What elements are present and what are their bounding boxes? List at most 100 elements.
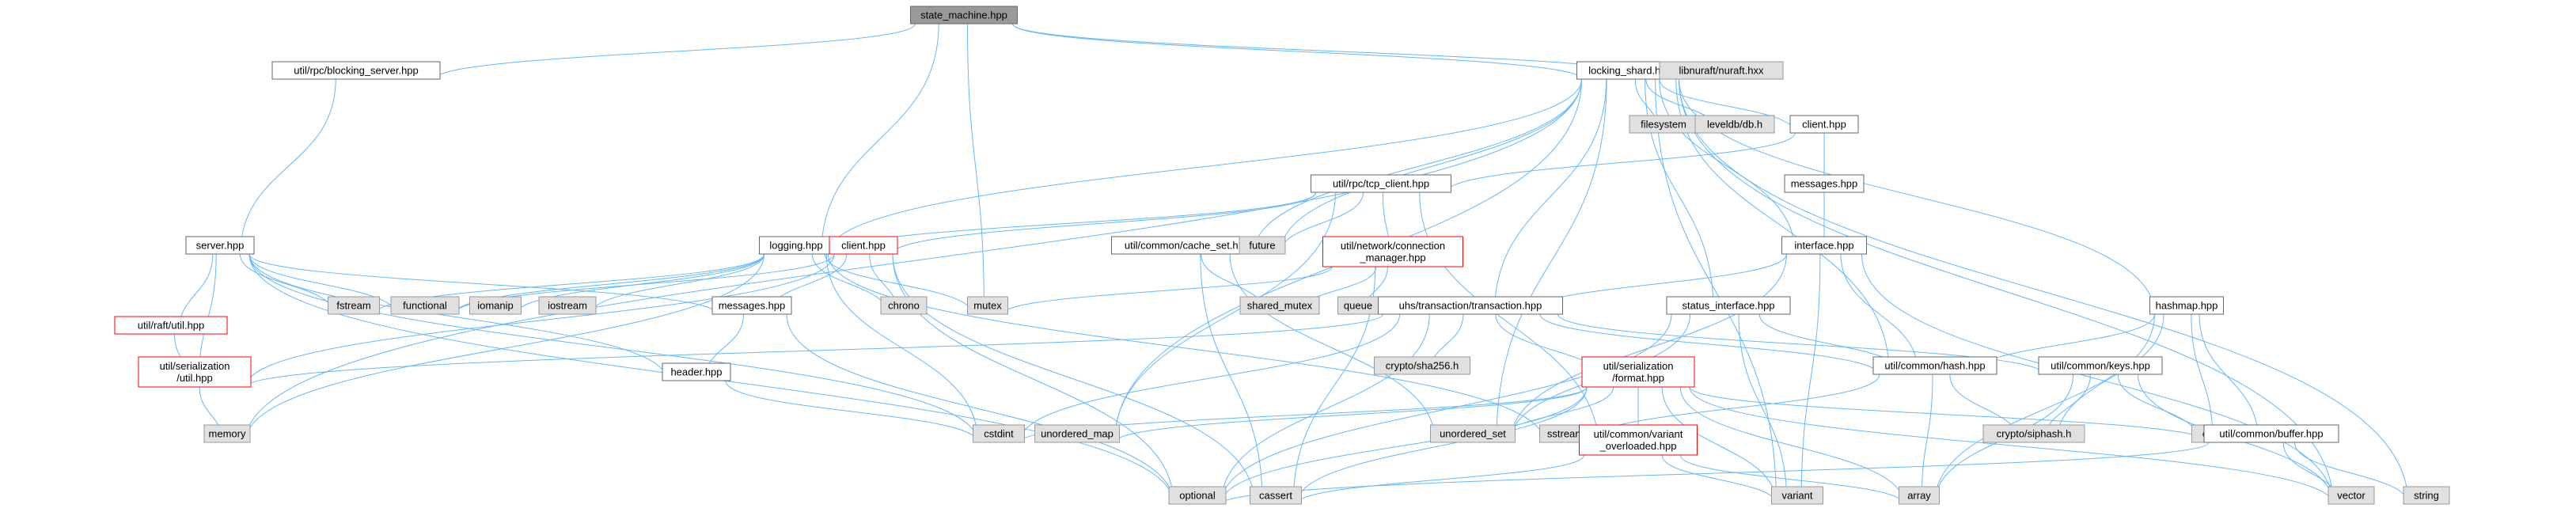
node-label: memory bbox=[209, 428, 246, 440]
graph-node-vector: vector bbox=[2328, 486, 2375, 505]
node-box bbox=[1579, 424, 1698, 456]
edge-logging-to-memory bbox=[242, 253, 764, 443]
edge-state-machine-to-nuraft bbox=[1012, 23, 1667, 80]
node-label: iomanip bbox=[477, 300, 514, 312]
edge-state-machine-to-mutex bbox=[967, 23, 987, 315]
edge-hashmap-to-siphash bbox=[2054, 313, 2164, 443]
node-label: util/serialization bbox=[160, 360, 230, 372]
graph-node-state-machine[interactable]: state_machine.hpp bbox=[910, 6, 1018, 25]
edge-format-to-optional bbox=[1218, 386, 1588, 505]
graph-node-client-red[interactable]: client.hpp bbox=[829, 236, 898, 255]
node-box bbox=[138, 356, 252, 388]
node-box bbox=[1581, 356, 1695, 388]
node-label: util/rpc/tcp_client.hpp bbox=[1333, 178, 1429, 190]
graph-node-format[interactable]: util/serialization/format.hpp bbox=[1581, 356, 1695, 388]
graph-node-status-interface[interactable]: status_interface.hpp bbox=[1666, 296, 1791, 315]
graph-node-header[interactable]: header.hpp bbox=[662, 362, 731, 381]
node-box bbox=[1239, 296, 1320, 315]
node-box bbox=[2403, 486, 2450, 505]
edge-cache-set-to-cassert bbox=[1200, 253, 1265, 505]
edge-hashmap-to-buffer bbox=[2199, 313, 2262, 443]
node-label: fstream bbox=[336, 300, 370, 312]
graph-node-interface[interactable]: interface.hpp bbox=[1781, 236, 1867, 255]
node-box bbox=[1771, 486, 1823, 505]
edge-locking-shard-to-client-main bbox=[1659, 78, 1798, 134]
node-box bbox=[880, 296, 928, 315]
edge-variant-overloaded-to-cassert bbox=[1294, 454, 1584, 505]
edge-format-to-variant bbox=[1661, 386, 1779, 505]
graph-node-cache-set[interactable]: util/common/cache_set.hpp bbox=[1111, 236, 1263, 255]
graph-node-tcp-client[interactable]: util/rpc/tcp_client.hpp bbox=[1311, 174, 1451, 193]
edge-hashmap-to-cstring bbox=[2191, 313, 2216, 443]
nodes-layer: state_machine.hpp util/rpc/blocking_serve… bbox=[114, 6, 2450, 505]
node-box bbox=[538, 296, 597, 315]
node-label: server.hpp bbox=[196, 240, 245, 252]
node-label: util/common/cache_set.hpp bbox=[1125, 240, 1250, 252]
graph-node-future: future bbox=[1239, 236, 1286, 255]
graph-node-variant-overloaded[interactable]: util/common/variant_overloaded.hpp bbox=[1579, 424, 1698, 456]
node-label: util/common/hash.hpp bbox=[1884, 360, 1985, 372]
node-box bbox=[1666, 296, 1791, 315]
node-box bbox=[2038, 356, 2163, 375]
edge-client-red-to-optional bbox=[892, 253, 1177, 505]
edge-format-to-unordered-map bbox=[1112, 386, 1588, 443]
edge-variant-overloaded-to-variant bbox=[1661, 454, 1779, 505]
edge-transaction-to-optional bbox=[1218, 313, 1430, 505]
edge-client-red-to-cassert bbox=[892, 253, 1258, 505]
edge-interface-to-variant bbox=[1798, 253, 1821, 505]
graph-node-functional: functional bbox=[390, 296, 460, 315]
graph-node-conn-manager[interactable]: util/network/connection_manager.hpp bbox=[1322, 236, 1463, 267]
graph-node-hash[interactable]: util/common/hash.hpp bbox=[1872, 356, 1997, 375]
node-box bbox=[662, 362, 731, 381]
graph-node-logging[interactable]: logging.hpp bbox=[759, 236, 833, 255]
node-box bbox=[1659, 61, 1784, 80]
graph-node-server[interactable]: server.hpp bbox=[185, 236, 255, 255]
node-box bbox=[1239, 236, 1286, 255]
graph-node-filesystem: filesystem bbox=[1629, 115, 1698, 134]
graph-node-shared-mutex: shared_mutex bbox=[1239, 296, 1320, 315]
graph-node-transaction[interactable]: uhs/transaction/transaction.hpp bbox=[1378, 296, 1563, 315]
graph-node-messages-left[interactable]: messages.hpp bbox=[711, 296, 792, 315]
graph-node-unordered-set: unordered_set bbox=[1430, 424, 1516, 443]
graph-node-memory: memory bbox=[203, 424, 251, 443]
graph-node-optional: optional bbox=[1168, 486, 1227, 505]
graph-node-hashmap[interactable]: hashmap.hpp bbox=[2149, 296, 2224, 315]
node-box bbox=[1250, 486, 1302, 505]
graph-node-messages-right[interactable]: messages.hpp bbox=[1784, 174, 1865, 193]
node-label: client.hpp bbox=[1802, 119, 1846, 131]
node-box bbox=[967, 296, 1008, 315]
node-label: /util.hpp bbox=[176, 372, 213, 384]
edge-tcp-client-to-unordered-map bbox=[1112, 192, 1336, 443]
node-box bbox=[203, 424, 251, 443]
graph-node-client-main[interactable]: client.hpp bbox=[1789, 115, 1859, 134]
node-label: cstdint bbox=[984, 428, 1014, 440]
node-label: chrono bbox=[888, 300, 920, 312]
edge-server-to-cstdint bbox=[248, 253, 981, 443]
node-box bbox=[1694, 115, 1775, 134]
edge-hash-to-array bbox=[1918, 374, 1933, 505]
graph-node-keys[interactable]: util/common/keys.hpp bbox=[2038, 356, 2163, 375]
node-label: _manager.hpp bbox=[1359, 252, 1425, 264]
node-label: util/network/connection bbox=[1341, 240, 1445, 252]
node-label: crypto/siphash.h bbox=[1997, 428, 2072, 440]
node-label: queue bbox=[1344, 300, 1372, 312]
graph-node-iostream: iostream bbox=[538, 296, 597, 315]
graph-node-blocking-server[interactable]: util/rpc/blocking_server.hpp bbox=[271, 61, 441, 80]
node-label: functional bbox=[403, 300, 447, 312]
edge-locking-shard-to-unordered-set bbox=[1493, 78, 1607, 443]
node-box bbox=[328, 296, 380, 315]
graph-node-ser-util[interactable]: util/serialization/util.hpp bbox=[138, 356, 252, 388]
node-box bbox=[1781, 236, 1867, 255]
node-label: unordered_set bbox=[1440, 428, 1506, 440]
node-label: _overloaded.hpp bbox=[1599, 440, 1677, 452]
graph-node-raft-util[interactable]: util/raft/util.hpp bbox=[114, 316, 228, 335]
edge-variant-overloaded-to-array bbox=[1679, 454, 1906, 505]
node-box bbox=[1872, 356, 1997, 375]
graph-node-buffer[interactable]: util/common/buffer.hpp bbox=[2203, 424, 2339, 443]
node-label: optional bbox=[1179, 490, 1216, 502]
edge-locking-shard-to-memory bbox=[242, 78, 1582, 443]
edge-status-interface-to-variant bbox=[1738, 313, 1790, 505]
edge-header-to-cstdint bbox=[725, 380, 981, 443]
graph-node-locking-shard[interactable]: locking_shard.hpp bbox=[1576, 61, 1684, 80]
edge-client-main-to-tcp-client bbox=[1444, 132, 1796, 193]
